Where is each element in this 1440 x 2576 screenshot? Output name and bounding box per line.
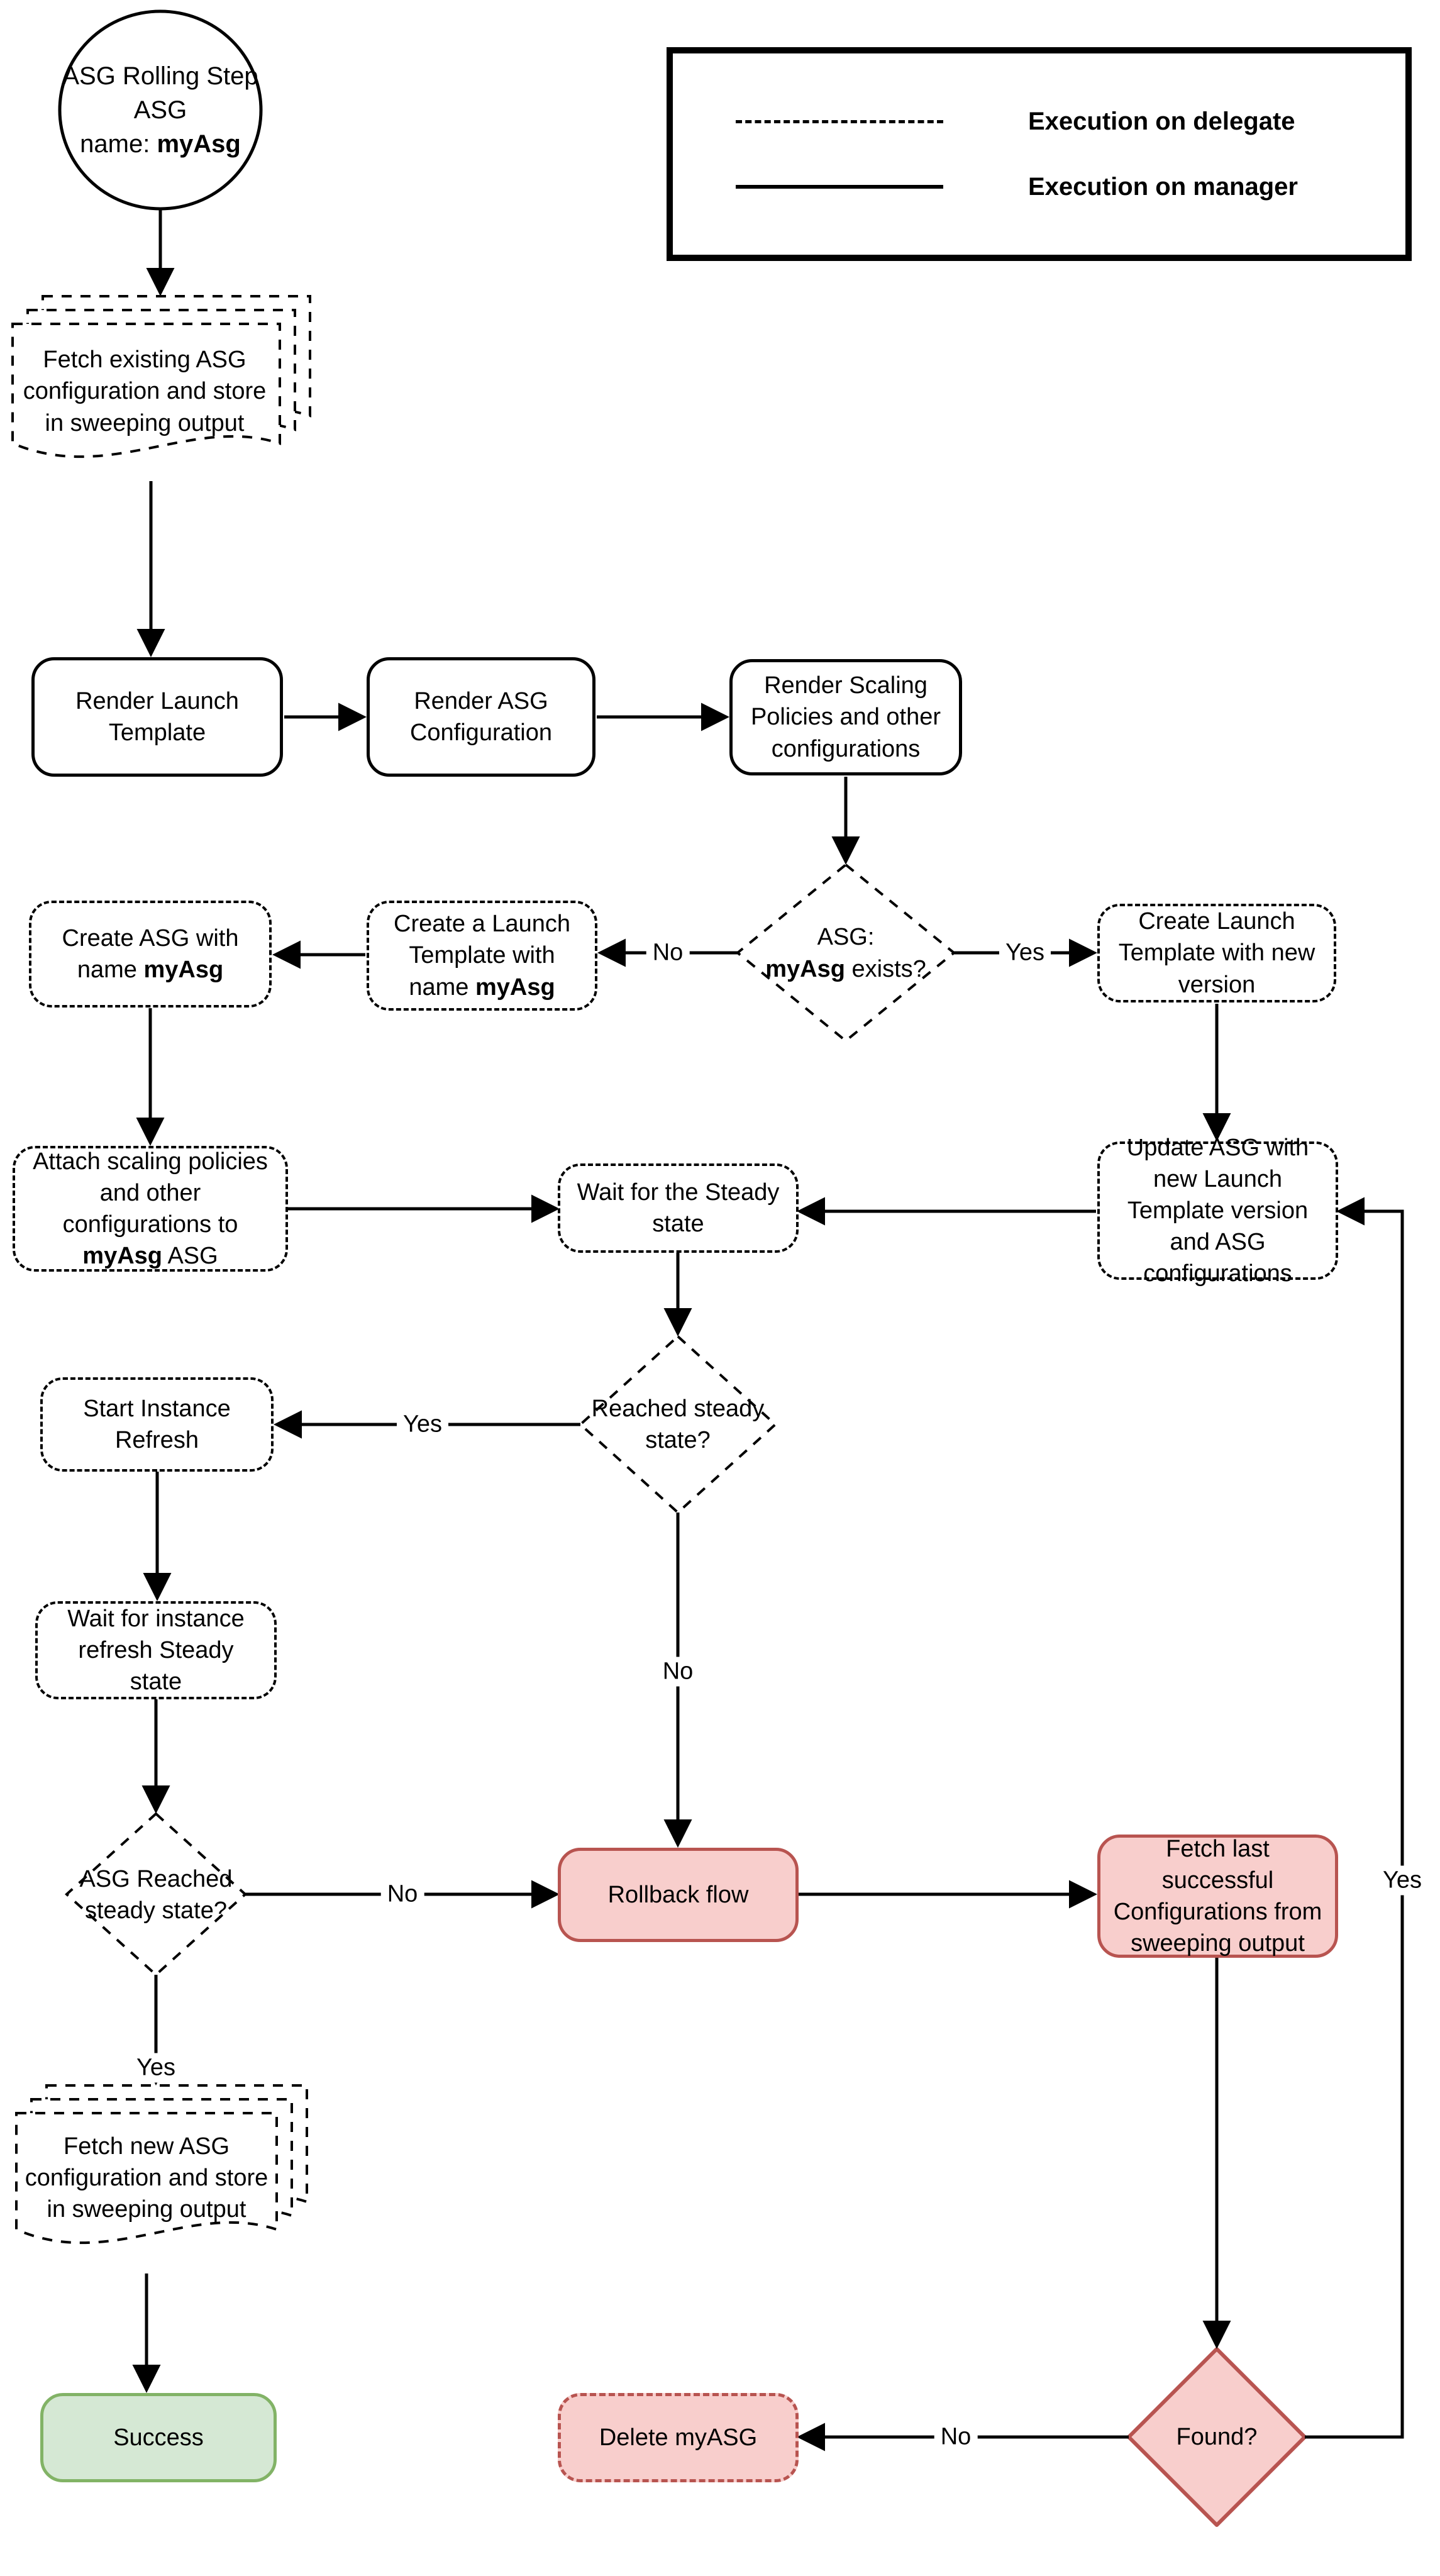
legend-item-delegate: Execution on delegate xyxy=(736,105,1343,138)
reached-steady-diamond-shape xyxy=(579,1335,777,1514)
edge-label-asg-reached-no: No xyxy=(380,1879,424,1909)
node-create-asg: Create ASG with name myAsg xyxy=(29,901,272,1008)
legend-solid-line-sample xyxy=(736,185,943,189)
node-delete-myasg: Delete myASG xyxy=(558,2393,799,2482)
legend-delegate-label: Execution on delegate xyxy=(1028,107,1295,135)
node-render-asg-configuration: Render ASG Configuration xyxy=(367,657,595,777)
node-wait-instance-refresh: Wait for instance refresh Steady state xyxy=(35,1601,277,1699)
node-fetch-last-successful: Fetch last successful Configurations fro… xyxy=(1097,1835,1338,1958)
create-launch-template-named-label: Create a Launch Template with name myAsg xyxy=(394,911,570,1001)
wait-instance-refresh-label: Wait for instance refresh Steady state xyxy=(67,1605,245,1696)
edge-label-reached-no: No xyxy=(656,1657,700,1687)
legend-item-manager: Execution on manager xyxy=(736,170,1343,203)
rollback-flow-label: Rollback flow xyxy=(607,1881,749,1908)
node-rollback-flow: Rollback flow xyxy=(558,1848,799,1942)
asg-reached-steady-diamond-shape xyxy=(65,1812,247,1977)
node-start-instance-refresh: Start Instance Refresh xyxy=(40,1377,274,1472)
render-launch-template-label: Render Launch Template xyxy=(75,687,239,746)
edge-label-reached-yes: Yes xyxy=(397,1409,448,1440)
attach-scaling-policies-label: Attach scaling policies and other config… xyxy=(33,1148,268,1270)
node-render-scaling-policies: Render Scaling Policies and other config… xyxy=(729,659,962,775)
node-update-asg: Update ASG with new Launch Template vers… xyxy=(1097,1135,1338,1287)
start-instance-refresh-label: Start Instance Refresh xyxy=(83,1395,231,1453)
asg-exists-diamond-shape xyxy=(735,863,956,1043)
wait-steady-state-label: Wait for the Steady state xyxy=(577,1179,780,1237)
node-success: Success xyxy=(40,2393,277,2482)
create-launch-template-new-version-label: Create Launch Template with new version xyxy=(1118,908,1315,998)
fetch-last-successful-label: Fetch last successful Configurations fro… xyxy=(1113,1835,1322,1957)
node-wait-steady-state: Wait for the Steady state xyxy=(558,1163,799,1253)
legend-dashed-line-sample xyxy=(736,119,943,123)
start-circle-shape xyxy=(58,9,263,211)
node-create-launch-template-new-version: Create Launch Template with new version xyxy=(1097,904,1336,1002)
edge-found-yes-to-update xyxy=(1305,1197,1404,2439)
render-asg-configuration-label: Render ASG Configuration xyxy=(409,687,553,746)
fetch-new-doc-stack-shape xyxy=(15,2084,308,2245)
edge-label-found-no: No xyxy=(934,2422,978,2452)
success-label: Success xyxy=(113,2424,204,2451)
edge-label-found-yes: Yes xyxy=(1376,1865,1428,1896)
render-scaling-policies-label: Render Scaling Policies and other config… xyxy=(750,672,941,762)
create-asg-label: Create ASG with name myAsg xyxy=(62,924,239,983)
legend: Execution on delegate Execution on manag… xyxy=(667,47,1412,261)
edge-label-asg-exists-yes: Yes xyxy=(999,938,1051,968)
node-render-launch-template: Render Launch Template xyxy=(31,657,283,777)
update-asg-label: Update ASG with new Launch Template vers… xyxy=(1126,1134,1309,1287)
edge-label-asg-exists-no: No xyxy=(646,938,690,968)
fetch-existing-doc-stack-shape xyxy=(11,295,311,458)
edges xyxy=(132,209,1404,2451)
edge-label-asg-reached-yes: Yes xyxy=(130,2053,182,2083)
node-create-launch-template-named: Create a Launch Template with name myAsg xyxy=(367,901,597,1011)
legend-manager-label: Execution on manager xyxy=(1028,172,1298,201)
delete-myasg-label: Delete myASG xyxy=(599,2424,758,2451)
found-diamond-shape xyxy=(1127,2347,1307,2527)
node-attach-scaling-policies: Attach scaling policies and other config… xyxy=(13,1146,288,1272)
